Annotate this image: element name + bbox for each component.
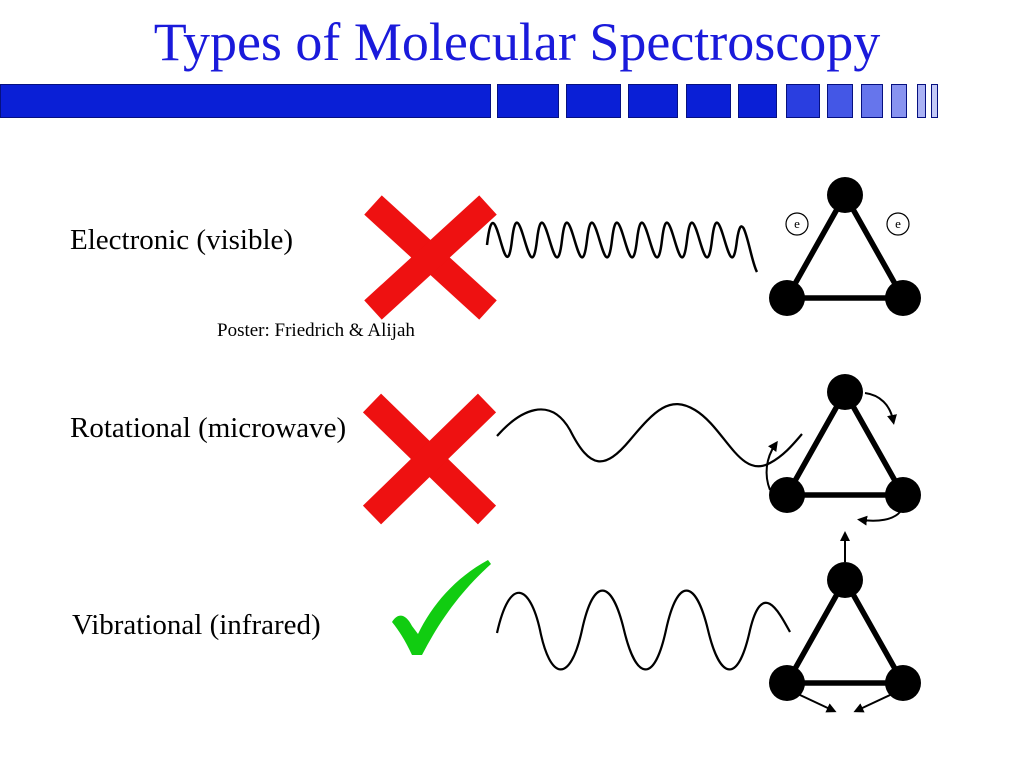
decoration-segment	[628, 84, 678, 118]
molecule-vibrational	[769, 531, 921, 713]
decoration-segment	[917, 84, 926, 118]
cross-icon	[362, 393, 497, 525]
vibrational-wave	[495, 589, 791, 671]
decoration-segment	[0, 84, 491, 118]
cross-icon	[364, 195, 497, 320]
decoration-segment	[827, 84, 853, 118]
slide-title: Types of Molecular Spectroscopy	[153, 12, 881, 72]
decoration-segment	[497, 84, 559, 118]
decoration-segment	[686, 84, 731, 118]
molecule-electronic: e e	[769, 177, 921, 316]
check-icon	[392, 560, 491, 655]
decoration-segment	[931, 84, 938, 118]
decoration-segment	[738, 84, 777, 118]
decoration-segment	[566, 84, 621, 118]
decoration-segment	[861, 84, 883, 118]
electronic-wave	[485, 221, 759, 273]
decoration-segment	[786, 84, 820, 118]
poster-note: Poster: Friedrich & Alijah	[217, 320, 415, 341]
vibrational-label: Vibrational (infrared)	[72, 609, 321, 641]
rotation-arrow-icon	[765, 440, 778, 491]
electronic-label: Electronic (visible)	[70, 224, 294, 256]
electron-icon	[886, 212, 910, 236]
rotational-wave	[496, 403, 803, 468]
electron-symbol: e	[794, 216, 800, 231]
molecule-rotational	[765, 374, 921, 526]
vibration-arrow-icon	[799, 694, 837, 713]
electron-icon	[785, 212, 809, 236]
decoration-segment	[891, 84, 907, 118]
rotation-arrow-icon	[864, 392, 897, 425]
rotation-arrow-icon	[857, 511, 901, 526]
title-decoration-bar	[0, 84, 1024, 120]
electron-symbol: e	[895, 216, 901, 231]
rotational-label: Rotational (microwave)	[70, 412, 347, 444]
vibration-arrow-icon	[853, 694, 891, 713]
